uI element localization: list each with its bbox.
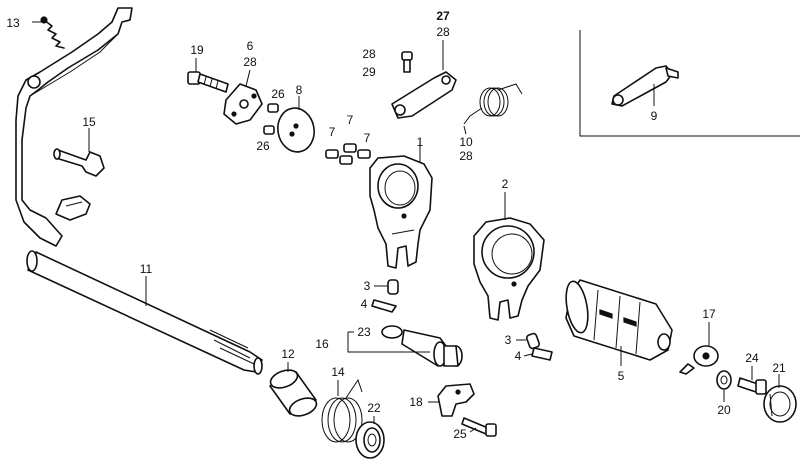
callout-6: 6 — [247, 39, 254, 53]
shift-fork-2-part — [473, 217, 545, 321]
callout-23: 23 — [357, 325, 371, 339]
callout-7-right: 7 — [364, 131, 371, 145]
callout-28-spring: 28 — [459, 149, 473, 163]
pin-3a-part — [387, 279, 399, 295]
callout-4-bottom: 4 — [515, 349, 522, 363]
callout-7-left: 7 — [329, 125, 336, 139]
callout-1: 1 — [417, 135, 424, 149]
oil-seal-22-part — [355, 421, 385, 459]
gearshift-drum-5-part — [565, 279, 673, 361]
callout-8: 8 — [296, 83, 303, 97]
callout-13: 13 — [6, 16, 20, 30]
callout-24: 24 — [745, 351, 759, 365]
oring-23-part — [381, 325, 403, 339]
gearshift-spindle-part — [26, 250, 263, 375]
stopper-arm-28-part — [391, 71, 457, 119]
callout-19: 19 — [190, 43, 204, 57]
callout-25: 25 — [453, 427, 467, 441]
inset-frame — [579, 30, 800, 137]
shift-fork-1-part — [369, 155, 433, 269]
shaft-16-part — [401, 329, 463, 367]
collar-12-part — [269, 369, 318, 417]
callout-9: 9 — [651, 109, 658, 123]
arm-9-part — [611, 65, 679, 107]
washer-20-part — [716, 370, 732, 390]
callout-29: 29 — [362, 65, 376, 79]
callout-10: 10 — [459, 135, 473, 149]
callout-7-middle: 7 — [347, 113, 354, 127]
clip-4b-part — [531, 347, 553, 361]
callout-26-top: 26 — [271, 87, 285, 101]
callout-3-bottom: 3 — [505, 333, 512, 347]
drum-center-plate-8-part — [277, 107, 315, 153]
stopper-plate-6-part — [223, 83, 263, 125]
bolt-29-part — [401, 51, 413, 73]
callout-18: 18 — [409, 395, 423, 409]
callout-2: 2 — [502, 177, 509, 191]
callout-15: 15 — [82, 115, 96, 129]
callout-20: 20 — [717, 403, 731, 417]
bearing-17-part — [679, 345, 719, 375]
callout-21: 21 — [772, 361, 786, 375]
pin-3b-part — [525, 332, 541, 350]
spring-13-part — [40, 16, 65, 49]
bracket-18-part — [437, 383, 475, 417]
callout-28-bolt: 28 — [362, 47, 376, 61]
clip-4a-part — [371, 299, 397, 313]
dowel-pins-26-part — [263, 103, 279, 135]
callout-28-plate: 28 — [243, 55, 257, 69]
callout-16: 16 — [315, 337, 329, 351]
callout-11: 11 — [140, 262, 153, 276]
bolt-25-part — [461, 417, 497, 437]
shift-arm-part — [15, 7, 133, 247]
callout-12: 12 — [281, 347, 295, 361]
callout-26-bottom: 26 — [256, 139, 270, 153]
callout-labels: 13 19 6 28 26 8 26 15 7 7 7 27 28 28 29 … — [6, 9, 786, 441]
callout-27: 27 — [436, 9, 450, 23]
callout-5: 5 — [618, 369, 625, 383]
callout-17: 17 — [702, 307, 716, 321]
return-spring-10-part — [463, 83, 523, 125]
pin-15-part — [53, 148, 105, 177]
pins-7-part — [325, 143, 371, 165]
spring-14-part — [321, 378, 363, 443]
callout-3-top: 3 — [364, 279, 371, 293]
cap-21-part — [763, 385, 797, 423]
callout-28-arm: 28 — [436, 25, 450, 39]
callout-4-top: 4 — [361, 297, 368, 311]
bolt-24-part — [737, 377, 767, 395]
bolt-19-part — [187, 71, 229, 93]
callout-22: 22 — [367, 401, 381, 415]
callout-14: 14 — [331, 365, 345, 379]
